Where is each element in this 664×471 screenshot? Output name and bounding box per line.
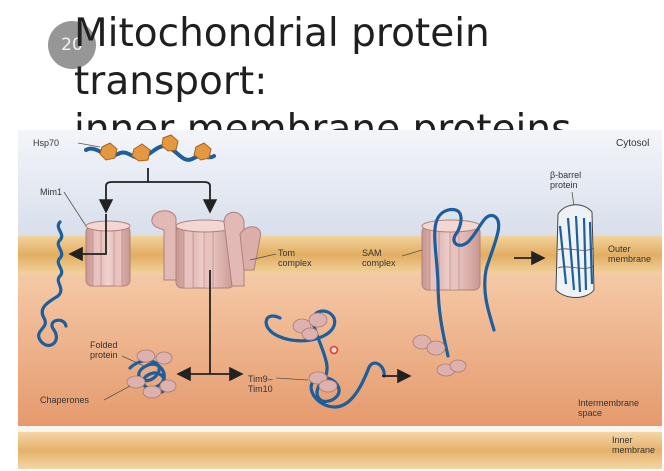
hsp70-chaperones bbox=[99, 134, 212, 162]
chaperones-label: Chaperones bbox=[40, 395, 90, 405]
ims-label-line: space bbox=[578, 408, 602, 418]
chaperones-pointer bbox=[103, 385, 131, 401]
sam-complex bbox=[421, 219, 481, 291]
mim1-label: Mim1 bbox=[40, 187, 62, 197]
mim1-complex bbox=[85, 220, 131, 287]
tom-complex bbox=[151, 210, 262, 289]
folded-protein-chain bbox=[128, 359, 168, 394]
branch-bracket bbox=[105, 168, 211, 187]
tim-pointer bbox=[275, 377, 309, 381]
mim1-pointer bbox=[63, 191, 87, 227]
tim-carried-chain bbox=[264, 309, 386, 409]
sam-inserting-chain bbox=[433, 207, 501, 358]
hsp70-pointer: Hsp70 bbox=[33, 138, 101, 148]
tim9-tim10-label: Tim9– Tim10 bbox=[248, 374, 275, 394]
cytosol-label: Cytosol bbox=[616, 138, 649, 149]
arrow-mim1-to-membrane bbox=[68, 214, 107, 262]
tom-label-line: complex bbox=[278, 258, 312, 268]
lower-white-gap bbox=[18, 426, 662, 432]
tom-label-line: Tom bbox=[278, 248, 295, 258]
transport-diagram: Hsp70 Cytosol Mim1 Tom complex Folded pr… bbox=[18, 130, 662, 469]
beta-barrel-label: β-barrel protein bbox=[550, 170, 584, 190]
ims-label-line: Intermembrane bbox=[578, 398, 639, 408]
tom-complex-label: Tom complex bbox=[278, 248, 312, 268]
folded-label-line: Folded bbox=[90, 340, 118, 350]
cytosol-region bbox=[18, 130, 662, 236]
intermembrane-space-label: Intermembrane space bbox=[578, 398, 642, 418]
beta-barrel-protein bbox=[555, 204, 595, 298]
intermembrane-space-region bbox=[18, 274, 662, 426]
inner-label-line: membrane bbox=[612, 445, 655, 455]
beta-barrel-pointer bbox=[571, 191, 575, 207]
hsp70-label: Hsp70 bbox=[33, 138, 59, 148]
sam-pointer bbox=[401, 249, 423, 257]
tim9-tim10-complexes bbox=[292, 312, 338, 393]
outer-label-line: Outer bbox=[608, 244, 631, 254]
red-pointer-marker-icon bbox=[329, 345, 339, 355]
tim-label-line: Tim9– bbox=[248, 374, 273, 384]
beta-label-line: β-barrel bbox=[550, 170, 581, 180]
sam-tim-complexes bbox=[412, 334, 467, 377]
inner-membrane-label: Inner membrane bbox=[612, 435, 655, 455]
sam-label-line: complex bbox=[362, 258, 396, 268]
chaperone-cluster bbox=[126, 349, 177, 399]
sam-label-line: SAM bbox=[362, 248, 382, 258]
beta-label-line: protein bbox=[550, 180, 578, 190]
folded-label-line: protein bbox=[90, 350, 118, 360]
folded-pointer bbox=[121, 355, 145, 367]
inner-label-line: Inner bbox=[612, 435, 633, 445]
slide-number-badge: 20 bbox=[48, 21, 96, 69]
tom-pointer bbox=[249, 253, 277, 261]
tim-label-line: Tim10 bbox=[248, 384, 273, 394]
outer-membrane-label: Outer membrane bbox=[608, 244, 651, 264]
mim1-inserted-protein bbox=[37, 220, 68, 347]
outer-label-line: membrane bbox=[608, 254, 651, 264]
folded-protein-label: Folded protein bbox=[90, 340, 120, 360]
inner-membrane-band bbox=[18, 432, 662, 469]
sam-complex-label: SAM complex bbox=[362, 248, 396, 268]
